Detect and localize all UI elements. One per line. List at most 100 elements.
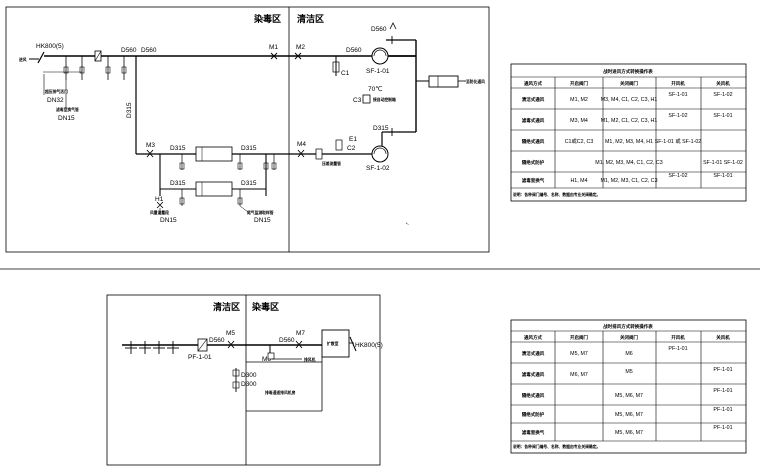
upper-hk-label: HK800(5) bbox=[36, 43, 64, 50]
valve-marker-b bbox=[79, 66, 85, 74]
fan-sf-1-01 bbox=[371, 47, 389, 65]
blast-valve-symbol bbox=[37, 51, 45, 64]
e1-label: E1 bbox=[349, 136, 357, 143]
svg-text:M6, M7: M6, M7 bbox=[570, 372, 588, 378]
table-row: 滤毒室换气 bbox=[522, 429, 545, 436]
svg-text:PF-1-01: PF-1-01 bbox=[668, 346, 687, 352]
upper-note-control-box: 接自动控制箱 bbox=[372, 97, 396, 102]
svg-text:M1, M2, M3, C1, C2, C3: M1, M2, M3, C1, C2, C3 bbox=[600, 178, 657, 184]
upper-note-to-ventilation: 至防化通风 bbox=[466, 79, 485, 84]
table-exhaust: 战时排风方式转换操作表 通风方式 开启阀门 关闭阀门 开风机 关风机 清洁式通风… bbox=[510, 319, 747, 454]
table2-header-on: 开风机 bbox=[671, 334, 685, 341]
valve-m1 bbox=[270, 52, 278, 60]
valve-h1 bbox=[156, 201, 164, 209]
svg-text:M1, M2, M3, M4, C1, C2, C3: M1, M2, M3, M4, C1, C2, C3 bbox=[595, 160, 662, 166]
pf-label: PF-1-01 bbox=[188, 354, 212, 361]
d300-label-a: D300 bbox=[241, 372, 257, 379]
table-row: 隔绝式防护 bbox=[522, 411, 545, 418]
svg-text:SF-1-02: SF-1-02 bbox=[713, 92, 732, 98]
lower-zone-clean: 清洁区 bbox=[213, 301, 240, 312]
valve-m6 bbox=[267, 352, 275, 360]
lower-frame bbox=[106, 294, 381, 466]
d315-label-b: D315 bbox=[241, 145, 257, 152]
svg-text:SF-1-02: SF-1-02 bbox=[668, 113, 687, 119]
lower-d560-b: D560 bbox=[279, 337, 295, 344]
valve-marker-a bbox=[63, 66, 69, 74]
d315-label-a: D315 bbox=[170, 145, 186, 152]
upper-note-filter-room: 滤毒室换气管 bbox=[55, 107, 79, 112]
valve-m2 bbox=[294, 52, 302, 60]
d560-label-a: D560 bbox=[121, 47, 137, 54]
table1-header-close: 关闭阀门 bbox=[620, 80, 638, 87]
svg-text:PF-1-01: PF-1-01 bbox=[713, 388, 732, 394]
table2-header-open: 开启阀门 bbox=[570, 334, 588, 341]
valve-marker-d bbox=[121, 66, 127, 74]
upper-note-flow: 风量测量段 bbox=[150, 210, 169, 215]
dn32-label: DN32 bbox=[47, 97, 64, 104]
upper-zone-clean: 清洁区 bbox=[297, 13, 324, 24]
table1-note: 说明：各种阀门编号、名称、数据由专业关阀确定。 bbox=[513, 192, 600, 197]
valve-m5 bbox=[227, 340, 235, 349]
table-row: 清洁式通风 bbox=[522, 96, 545, 103]
d560-label-d: D560 bbox=[371, 26, 387, 33]
svg-text:SF-1-01 或 SF-1-02: SF-1-01 或 SF-1-02 bbox=[655, 137, 702, 145]
svg-text:M5, M6, M7: M5, M6, M7 bbox=[615, 412, 643, 418]
svg-text:M1, M2, M3, M4, H1: M1, M2, M3, M4, H1 bbox=[605, 139, 653, 145]
lower-diagram: 清洁区 染毒区 PF-1-01 D560 M5 D560 M7 扩散室 HK80… bbox=[106, 294, 383, 466]
lower-note-fan: 排风机 bbox=[304, 357, 316, 362]
m4-label: M4 bbox=[297, 141, 306, 148]
dn15-label-b: DN15 bbox=[160, 217, 177, 224]
m2-label: M2 bbox=[296, 44, 305, 51]
table-row: 隔绝式通风 bbox=[522, 392, 545, 399]
svg-text:SF-1-01 SF-1-02: SF-1-01 SF-1-02 bbox=[703, 160, 743, 166]
table2-header-off: 关风机 bbox=[716, 334, 730, 341]
table2-note: 说明：各种阀门编号、名称、数据由专业关阀确定。 bbox=[513, 444, 600, 449]
table-row: 隔绝式防护 bbox=[522, 159, 545, 166]
c3-label: C3 bbox=[353, 97, 362, 104]
svg-text:SF-1-01: SF-1-01 bbox=[713, 113, 732, 119]
svg-text:M3, M4, C1, C2, C3, H1: M3, M4, C1, C2, C3, H1 bbox=[601, 97, 658, 103]
star-mark: *- bbox=[406, 222, 409, 226]
table1-header-off: 关风机 bbox=[716, 80, 730, 87]
upper-diagram: 染毒区 清洁区 HK800(5) 进风 D560 D560 D560 D560 … bbox=[5, 6, 490, 253]
valve-m4 bbox=[297, 149, 305, 158]
svg-text:SF-1-01: SF-1-01 bbox=[713, 173, 732, 179]
h1-label: H1 bbox=[155, 196, 164, 203]
table1-title: 战时进风方式转换操作表 bbox=[603, 68, 653, 75]
table2-header-close: 关闭阀门 bbox=[620, 334, 638, 341]
table1-header-mode: 通风方式 bbox=[524, 80, 542, 87]
valve-c2-body bbox=[335, 139, 343, 151]
table2-title: 战时排风方式转换操作表 bbox=[603, 323, 653, 330]
filter-unit-1 bbox=[195, 146, 233, 162]
m3-label: M3 bbox=[146, 142, 155, 149]
inlet-label: 进风 bbox=[19, 57, 27, 62]
c2-label: C2 bbox=[347, 145, 356, 152]
lower-d560-a: D560 bbox=[209, 337, 225, 344]
flow-meter bbox=[315, 148, 323, 160]
svg-text:M5, M6, M7: M5, M6, M7 bbox=[615, 430, 643, 436]
d315-vertical-label: D315 bbox=[126, 102, 133, 118]
dn15-label-c: DN15 bbox=[254, 217, 271, 224]
svg-text:C1或C2, C3: C1或C2, C3 bbox=[565, 137, 594, 145]
svg-text:PF-1-01: PF-1-01 bbox=[713, 407, 732, 413]
d300-label-b: D300 bbox=[241, 381, 257, 388]
upper-frame bbox=[5, 6, 490, 253]
thermo-label: 70℃ bbox=[368, 85, 383, 93]
filter-unit-2 bbox=[195, 181, 233, 197]
svg-text:M1, M2, C1, C2, C3, H1: M1, M2, C1, C2, C3, H1 bbox=[601, 118, 658, 124]
svg-text:SF-1-01: SF-1-01 bbox=[668, 92, 687, 98]
m1-label: M1 bbox=[269, 44, 278, 51]
table2-header-mode: 通风方式 bbox=[524, 334, 542, 341]
svg-text:M1, M2: M1, M2 bbox=[570, 97, 588, 103]
table-row: 清洁式通风 bbox=[522, 350, 545, 357]
svg-text:M5, M6, M7: M5, M6, M7 bbox=[615, 393, 643, 399]
sf1-label: SF-1-01 bbox=[366, 68, 390, 75]
expansion-label: 扩散室 bbox=[327, 341, 339, 346]
table1-header-on: 开风机 bbox=[671, 80, 685, 87]
valve-m3 bbox=[146, 149, 154, 158]
valve-c1-body bbox=[332, 61, 340, 73]
svg-text:PF-1-01: PF-1-01 bbox=[713, 425, 732, 431]
m7-label: M7 bbox=[296, 330, 305, 337]
table-air-intake: 战时进风方式转换操作表 通风方式 开启阀门 关闭阀门 开风机 关风机 清洁式通风… bbox=[510, 63, 747, 202]
